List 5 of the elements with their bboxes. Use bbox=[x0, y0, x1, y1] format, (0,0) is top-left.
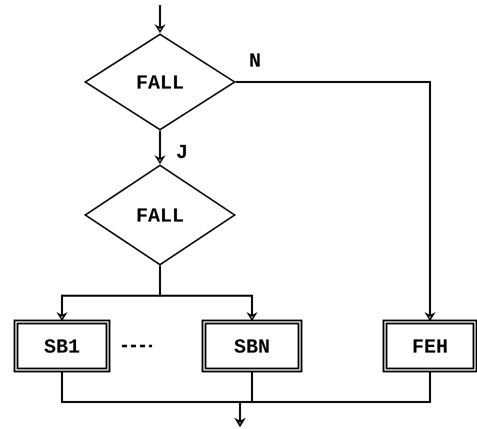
process-box: SB1 bbox=[14, 320, 110, 372]
edge-label: J bbox=[175, 144, 189, 160]
edge-label: N bbox=[248, 52, 262, 68]
process-box: FEH bbox=[382, 320, 477, 372]
process-box: SBN bbox=[202, 320, 302, 372]
